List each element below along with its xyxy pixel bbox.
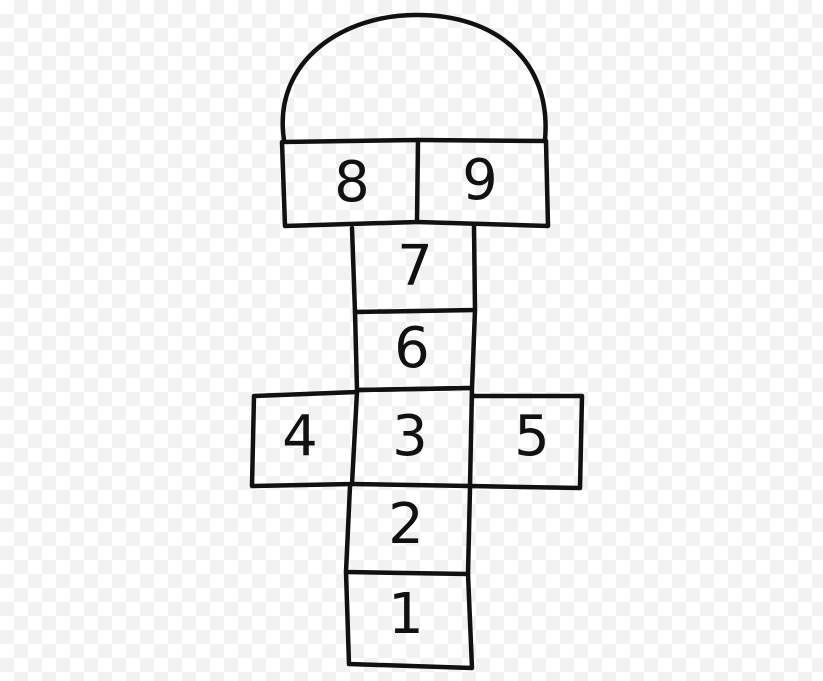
square-9-label: 9 xyxy=(462,148,498,213)
square-1-label: 1 xyxy=(388,582,424,647)
square-7-label: 7 xyxy=(397,234,433,299)
square-5-label: 5 xyxy=(514,404,550,469)
hopscotch-dome xyxy=(283,15,546,140)
square-8-label: 8 xyxy=(334,150,370,215)
square-2-label: 2 xyxy=(388,492,424,557)
square-4-label: 4 xyxy=(282,404,318,469)
square-3-label: 3 xyxy=(392,404,428,469)
square-6-label: 6 xyxy=(394,316,430,381)
